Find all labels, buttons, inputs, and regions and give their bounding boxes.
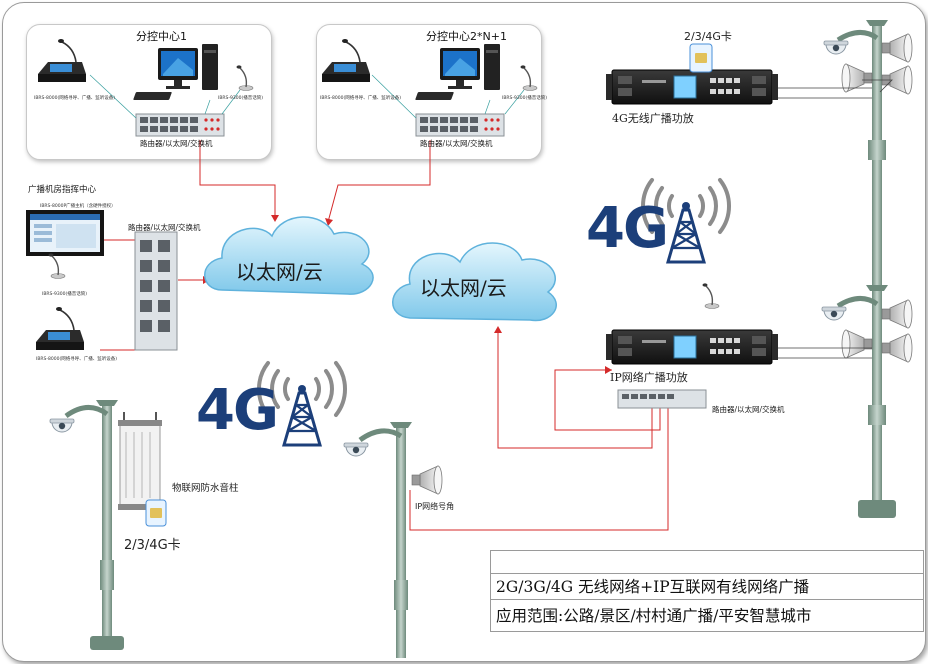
amplifier-ip xyxy=(605,282,872,409)
amplifier-4g xyxy=(605,43,872,105)
sub-center-1-title: 分控中心1 xyxy=(136,30,187,43)
pole-top-right xyxy=(823,20,913,450)
iot-column-label: 物联网防水音柱 xyxy=(172,483,239,494)
cloud-left xyxy=(204,216,374,295)
command-switch-label: 路由器/以太网/交换机 xyxy=(128,223,201,232)
ip-switch-label: 路由器/以太网/交换机 xyxy=(712,405,785,414)
sub-center-n-title: 分控中心2*N+1 xyxy=(426,30,507,43)
ip-amplifier-label: IP网络广播功放 xyxy=(610,371,688,384)
sub-1-switch-label: 路由器/以太网/交换机 xyxy=(140,139,213,148)
command-console-label: IBRS-8000(网络寻呼、广播、监听设备) xyxy=(36,357,117,362)
info-line-2: 应用范围:公路/景区/村村通广播/平安智慧城市 xyxy=(491,599,923,631)
ip-horn-label: IP网络号角 xyxy=(415,502,455,511)
command-center-devices xyxy=(26,210,178,351)
info-line-1: 2G/3G/4G 无线网络+IP互联网有线网络广播 xyxy=(491,573,923,599)
sim-card xyxy=(689,43,713,73)
link-lines xyxy=(100,140,669,531)
sim-card-left-label: 2/3/4G卡 xyxy=(124,538,181,553)
badge-4g-center: 4G xyxy=(196,378,279,443)
command-center-title: 广播机房指挥中心 xyxy=(28,185,97,195)
amplifier-4g-label: 4G无线广播功放 xyxy=(612,112,694,125)
iot-column xyxy=(118,412,162,510)
sub-n-mic-label: IBRS-9300(播音话筒) xyxy=(502,96,547,101)
pole-bottom-right xyxy=(821,285,913,518)
sub-1-console-label: IBRS-8000(网络寻呼、广播、监听设备) xyxy=(34,96,115,101)
cloud-center xyxy=(392,242,557,322)
pole-left xyxy=(49,400,167,650)
info-box: 2G/3G/4G 无线网络+IP互联网有线网络广播 应用范围:公路/景区/村村通… xyxy=(490,550,924,632)
pole-center xyxy=(343,422,443,658)
sub-n-switch-label: 路由器/以太网/交换机 xyxy=(420,139,493,148)
sub-center-1-devices xyxy=(37,38,254,137)
sub-center-n-devices xyxy=(321,38,538,137)
cloud-center-label: 以太网/云 xyxy=(420,276,507,300)
cloud-left-label: 以太网/云 xyxy=(236,260,323,284)
command-host-label: IBRS-8000P广播主机（含硬件授权） xyxy=(40,204,116,209)
sim-card-left xyxy=(145,499,167,527)
sim-card-top-label: 2/3/4G卡 xyxy=(684,30,732,43)
sub-1-mic-label: IBRS-9300(播音话筒) xyxy=(218,96,263,101)
badge-4g-right: 4G xyxy=(586,196,669,261)
command-mic-label: IBRS-9300(播音话筒) xyxy=(42,292,87,297)
sub-n-console-label: IBRS-8000(网络寻呼、广播、监听设备) xyxy=(320,96,401,101)
